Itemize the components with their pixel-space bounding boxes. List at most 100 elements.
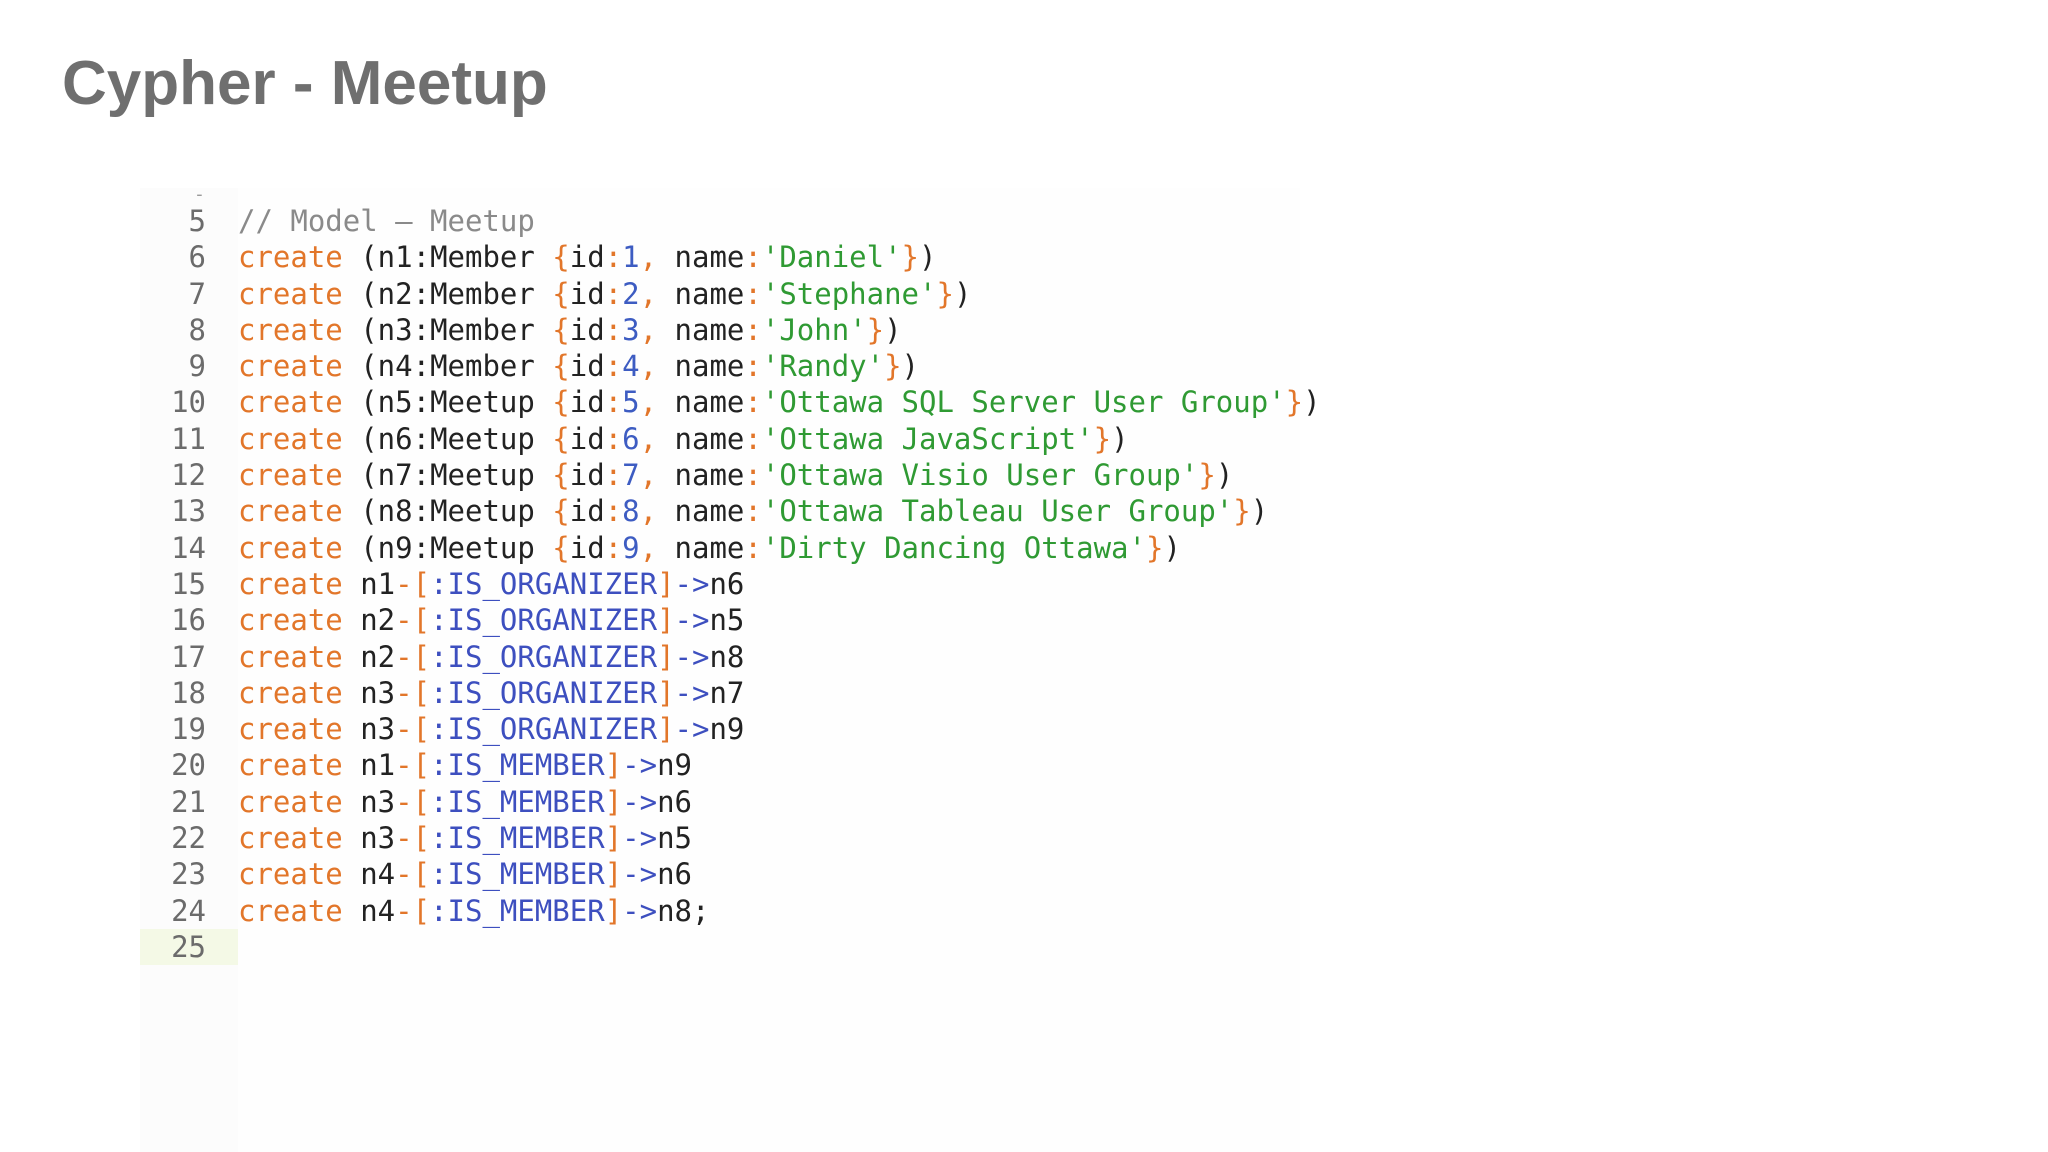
line-source: create n1-[:IS_ORGANIZER]->n6	[238, 566, 1300, 602]
line-source: create n4-[:IS_MEMBER]->n8;	[238, 893, 1300, 929]
code-token: create	[238, 893, 343, 928]
code-token: 5	[622, 385, 640, 420]
code-token: ,	[639, 240, 658, 275]
code-token: }	[1145, 530, 1164, 565]
code-token: :	[604, 385, 623, 420]
code-token: ,	[639, 458, 658, 493]
line-number: 8	[188, 312, 206, 347]
code-line[interactable]: 25	[140, 928, 1300, 966]
code-token: n4	[342, 857, 396, 892]
code-token: n2	[342, 603, 396, 638]
code-token: create	[238, 276, 343, 311]
code-token: n8	[709, 639, 745, 674]
code-token: }	[936, 276, 954, 311]
code-token: {	[552, 458, 570, 493]
code-token: {	[552, 494, 570, 529]
code-token: )	[884, 312, 902, 347]
code-token: id	[569, 458, 605, 493]
code-line[interactable]: 23 create n4-[:IS_MEMBER]->n6	[140, 856, 1300, 892]
code-token: :	[744, 385, 762, 420]
code-area[interactable]	[238, 188, 1300, 1152]
line-number: 23	[171, 857, 206, 892]
code-token: :	[604, 458, 623, 493]
code-token: ,	[639, 349, 658, 384]
code-token: ->	[674, 712, 710, 747]
code-token: ->	[622, 821, 658, 856]
code-token: ,	[639, 494, 658, 529]
line-number: 25	[140, 928, 238, 966]
code-token: -[	[395, 893, 431, 928]
line-number: 17	[171, 639, 206, 674]
line-source: create n3-[:IS_ORGANIZER]->n7	[238, 675, 1300, 711]
code-token: :	[744, 276, 762, 311]
code-token: ->	[674, 639, 710, 674]
code-token: 'Ottawa Visio User Group'	[761, 458, 1199, 493]
line-number: 13	[171, 494, 206, 529]
code-token: :	[744, 240, 762, 275]
line-source: create n4-[:IS_MEMBER]->n6	[238, 856, 1300, 892]
code-token: n9	[657, 748, 692, 783]
line-number: 12	[171, 458, 206, 493]
code-token: n5	[657, 821, 692, 856]
code-token: )	[1303, 385, 1321, 420]
code-token: create	[238, 385, 343, 420]
code-token: create	[238, 639, 343, 674]
code-token: // Model – Meetup	[238, 204, 535, 238]
code-token: create	[238, 312, 343, 347]
code-token: ->	[674, 675, 710, 710]
line-number: 19	[171, 712, 206, 747]
code-token: (n5:Meetup	[342, 385, 553, 420]
line-source: create (n5:Meetup {id:5, name:'Ottawa SQ…	[238, 384, 1321, 420]
code-token: n2	[342, 639, 396, 674]
line-number: 9	[188, 349, 206, 384]
code-token: ->	[622, 748, 658, 783]
code-token: :	[604, 530, 623, 565]
code-token: n6	[657, 784, 692, 819]
code-token: :IS_MEMBER	[430, 784, 605, 819]
code-token: create	[238, 494, 343, 529]
code-token: ->	[674, 603, 710, 638]
code-token: (n3:Member	[342, 312, 553, 347]
code-token: n6	[657, 857, 692, 892]
code-token: }	[866, 312, 885, 347]
code-token: :	[744, 421, 762, 456]
code-token: 4	[622, 349, 640, 384]
code-token: -[	[395, 603, 431, 638]
code-token: ,	[639, 312, 658, 347]
code-token: n6	[709, 566, 745, 601]
code-token: -[	[395, 821, 431, 856]
code-token: n4	[342, 893, 396, 928]
code-token: create	[238, 240, 343, 275]
code-token: n3	[342, 712, 396, 747]
code-token: (n7:Meetup	[342, 458, 553, 493]
code-line[interactable]: 5// Model – Meetup	[140, 203, 1300, 239]
code-token: :IS_ORGANIZER	[430, 603, 658, 638]
code-token: 2	[622, 276, 640, 311]
code-token: 'Stephane'	[761, 276, 937, 311]
code-token: name	[657, 349, 745, 384]
code-token: -[	[395, 566, 431, 601]
gutter-partial-mark: -	[194, 184, 205, 205]
code-token: :IS_ORGANIZER	[430, 712, 658, 747]
code-token: )	[953, 276, 972, 311]
